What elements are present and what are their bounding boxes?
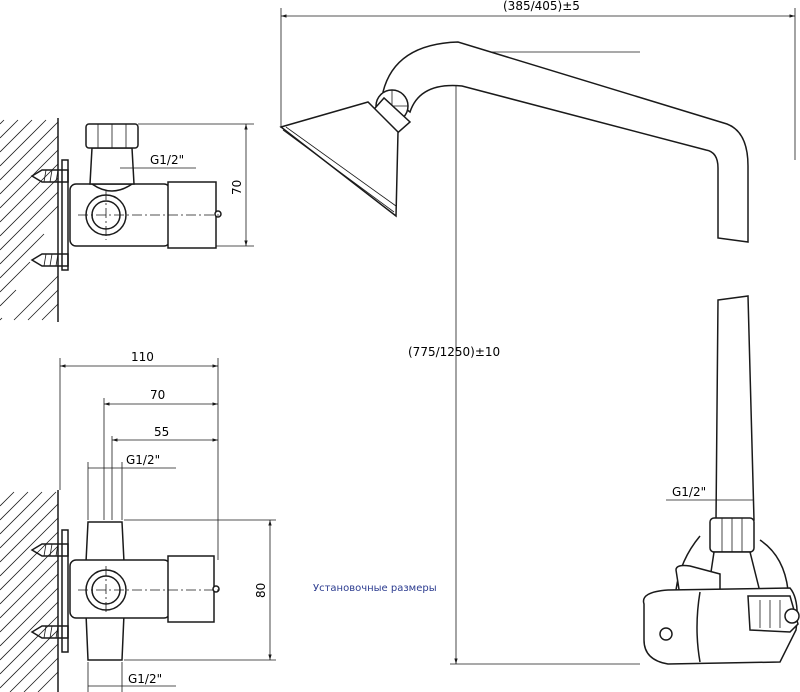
screw-upper-top (30, 169, 69, 183)
wall-hatch-top (0, 119, 59, 321)
front-width-70-label: 70 (150, 388, 165, 402)
shower-arm (366, 41, 749, 243)
shower-column (707, 295, 761, 593)
installation-caption: Установочные размеры (313, 583, 437, 594)
screw-lower-front (30, 625, 69, 639)
total-width-label: (385/405)±5 (503, 0, 580, 13)
top-view-thread-label: G1/2" (150, 153, 184, 167)
dim-front-thread-top: G1/2" (87, 453, 176, 520)
dim-front-thread-bottom: G1/2" (87, 662, 176, 692)
dim-front-70: 70 (103, 388, 218, 520)
wall-plate-top (61, 159, 69, 271)
body-seam (696, 591, 701, 663)
dim-front-55: 55 (111, 425, 218, 520)
front-thread-bottom-label: G1/2" (128, 672, 162, 686)
arm-pipe (382, 41, 749, 243)
dim-front-height: 80 (124, 519, 276, 661)
dim-total-height: (775/1250)±10 (408, 51, 640, 665)
outlet-bottom-front (85, 613, 125, 661)
pipe-thread-label: G1/2" (672, 485, 706, 499)
mixer-side-view (642, 535, 800, 665)
dim-top-height: 70 (138, 123, 254, 247)
mixer-top-view (30, 123, 222, 271)
dim-top-thread: G1/2" (120, 153, 196, 169)
body-arc-right (759, 539, 789, 591)
dim-total-width: (385/405)±5 (280, 0, 796, 160)
cartridge-front (167, 555, 215, 623)
body-arc-left (675, 535, 701, 591)
outlet-top-front (85, 521, 125, 563)
total-height-label: (775/1250)±10 (408, 345, 500, 359)
dim-front-110: 110 (59, 350, 219, 560)
wall-plate-front (61, 529, 69, 653)
column-pipe (715, 295, 755, 521)
mixer-front-view (30, 521, 222, 661)
wall-hatch-front (0, 491, 59, 692)
front-thread-top-label: G1/2" (126, 453, 160, 467)
cap-screw (659, 627, 673, 641)
outlet-neck-top (89, 147, 135, 185)
screw-upper-front (30, 543, 69, 557)
dim-pipe-thread: G1/2" (666, 485, 754, 501)
head-body (279, 101, 399, 218)
front-height-label: 80 (254, 583, 268, 598)
shower-head (279, 101, 399, 218)
valve-knob (784, 608, 800, 624)
cartridge-cap (747, 595, 799, 633)
front-width-55-label: 55 (154, 425, 169, 439)
screw-lower-top (30, 253, 69, 267)
top-view-height-label: 70 (230, 180, 244, 195)
front-width-110-label: 110 (131, 350, 154, 364)
